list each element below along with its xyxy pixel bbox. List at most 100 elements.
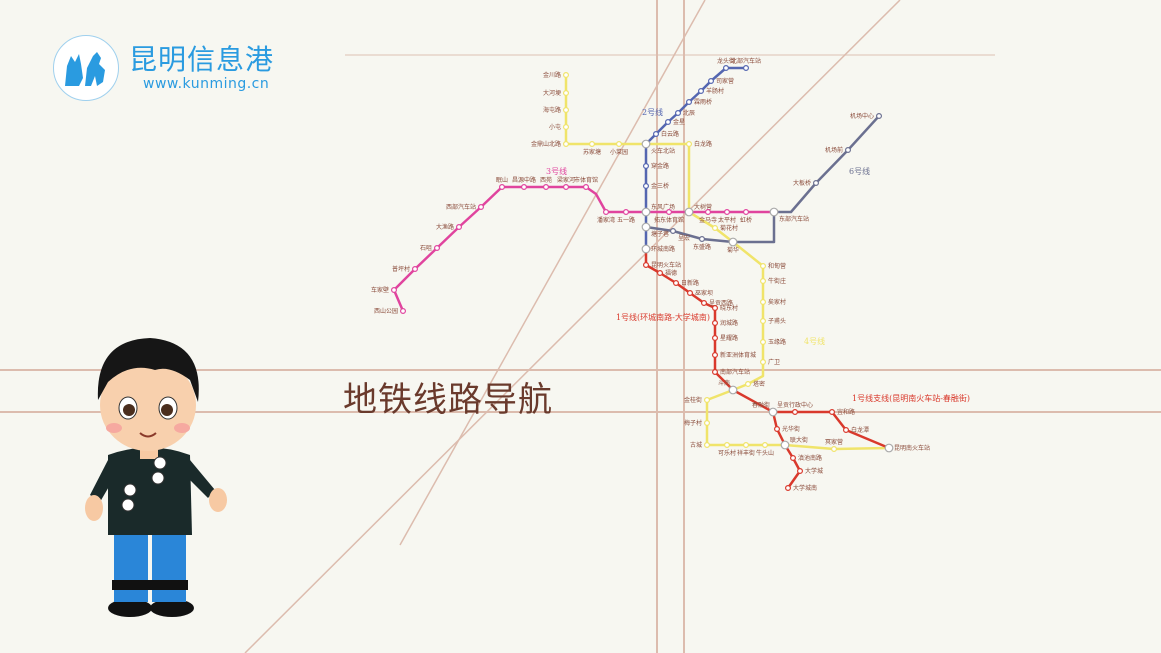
- station-marker[interactable]: [684, 207, 694, 217]
- station-label[interactable]: 牛街庄: [768, 277, 786, 285]
- station-label[interactable]: 矣家村: [768, 298, 786, 306]
- station-marker[interactable]: [641, 207, 651, 217]
- logo-url[interactable]: www.kunming.cn: [143, 76, 270, 92]
- station-marker[interactable]: [520, 184, 527, 191]
- station-marker[interactable]: [562, 123, 569, 130]
- station-label[interactable]: 菊花村: [720, 224, 738, 232]
- station-label[interactable]: 苏家塘: [583, 148, 601, 156]
- station-label[interactable]: 巫家坝: [695, 289, 713, 297]
- station-marker[interactable]: [400, 308, 407, 315]
- station-label[interactable]: 西部汽车站: [446, 203, 476, 211]
- station-label[interactable]: 新亚洲体育城: [720, 351, 756, 359]
- station-marker[interactable]: [711, 320, 718, 327]
- station-marker[interactable]: [742, 209, 749, 216]
- station-label[interactable]: 呈宏: [678, 234, 690, 242]
- station-marker[interactable]: [562, 89, 569, 96]
- station-marker[interactable]: [562, 141, 569, 148]
- station-label[interactable]: 穿金路: [651, 162, 669, 170]
- station-marker[interactable]: [769, 207, 779, 217]
- station-label[interactable]: 大学城: [805, 467, 823, 475]
- station-label[interactable]: 古城: [690, 441, 702, 449]
- station-marker[interactable]: [703, 397, 710, 404]
- station-label[interactable]: 昌源中路: [512, 176, 536, 184]
- station-marker[interactable]: [844, 147, 851, 154]
- station-label[interactable]: 司家营: [716, 77, 734, 85]
- station-marker[interactable]: [728, 237, 738, 247]
- station-label[interactable]: 眠山: [496, 176, 508, 184]
- station-label[interactable]: 机场中心: [850, 112, 874, 120]
- station-marker[interactable]: [602, 209, 609, 216]
- station-label[interactable]: 东部汽车站: [779, 215, 809, 223]
- station-label[interactable]: 金马寺: [699, 216, 717, 224]
- station-label[interactable]: 可乐村: [718, 449, 736, 457]
- station-marker[interactable]: [686, 290, 693, 297]
- station-marker[interactable]: [478, 204, 485, 211]
- station-marker[interactable]: [542, 184, 549, 191]
- station-marker[interactable]: [812, 180, 819, 187]
- station-marker[interactable]: [685, 141, 692, 148]
- station-marker[interactable]: [562, 184, 569, 191]
- station-marker[interactable]: [685, 98, 692, 105]
- station-marker[interactable]: [744, 381, 751, 388]
- station-marker[interactable]: [768, 407, 778, 417]
- station-marker[interactable]: [759, 263, 766, 270]
- station-marker[interactable]: [642, 163, 649, 170]
- station-label[interactable]: 小菜园: [610, 148, 628, 156]
- station-label[interactable]: 梁家河: [557, 176, 575, 184]
- station-label[interactable]: 大渔路: [436, 223, 454, 231]
- station-marker[interactable]: [499, 184, 506, 191]
- station-marker[interactable]: [562, 71, 569, 78]
- station-marker[interactable]: [582, 184, 589, 191]
- station-label[interactable]: 广卫: [768, 358, 780, 366]
- station-label[interactable]: 大河埂: [543, 89, 561, 97]
- station-marker[interactable]: [669, 228, 676, 235]
- station-label[interactable]: 市体育馆: [574, 176, 598, 184]
- station-marker[interactable]: [723, 209, 730, 216]
- station-label[interactable]: 冥家营: [825, 438, 843, 446]
- station-label[interactable]: 石咀: [420, 245, 432, 252]
- station-label[interactable]: 环城南路: [651, 245, 675, 253]
- station-label[interactable]: 太平村: [718, 216, 736, 224]
- station-marker[interactable]: [588, 141, 595, 148]
- station-marker[interactable]: [641, 244, 651, 254]
- station-marker[interactable]: [842, 427, 849, 434]
- station-label[interactable]: 车家壁: [371, 286, 389, 294]
- station-label[interactable]: 和甸营: [768, 262, 786, 270]
- station-label[interactable]: 星耀路: [720, 334, 738, 342]
- station-marker[interactable]: [562, 106, 569, 113]
- station-label[interactable]: 昆明南火车站: [894, 444, 930, 452]
- station-marker[interactable]: [704, 209, 711, 216]
- station-label[interactable]: 春融街: [752, 401, 770, 409]
- station-marker[interactable]: [672, 280, 679, 287]
- station-marker[interactable]: [875, 112, 882, 119]
- station-label[interactable]: 白龙路: [694, 140, 712, 148]
- station-marker[interactable]: [641, 139, 651, 149]
- station-label[interactable]: 福德: [665, 269, 677, 277]
- station-label[interactable]: 北部汽车站: [731, 57, 761, 65]
- station-label[interactable]: 日新路: [681, 279, 699, 287]
- station-label[interactable]: 呈贡西路: [709, 299, 733, 307]
- station-marker[interactable]: [434, 245, 441, 252]
- station-label[interactable]: 滇池南路: [798, 454, 822, 462]
- station-label[interactable]: 拓东体育馆: [654, 216, 684, 224]
- station-label[interactable]: 潘家湾: [597, 216, 615, 224]
- station-label[interactable]: 润城路: [720, 319, 738, 327]
- station-label[interactable]: 白龙潭: [851, 426, 869, 434]
- station-marker[interactable]: [759, 299, 766, 306]
- station-marker[interactable]: [742, 442, 749, 449]
- station-marker[interactable]: [703, 420, 710, 427]
- station-marker[interactable]: [656, 270, 663, 277]
- station-marker[interactable]: [742, 64, 749, 71]
- station-marker[interactable]: [641, 222, 651, 232]
- station-marker[interactable]: [780, 440, 790, 450]
- station-marker[interactable]: [665, 209, 672, 216]
- station-marker[interactable]: [773, 426, 780, 433]
- station-marker[interactable]: [759, 278, 766, 285]
- station-marker[interactable]: [664, 118, 671, 125]
- station-label[interactable]: 宜和路: [837, 408, 855, 416]
- station-marker[interactable]: [697, 87, 704, 94]
- station-label[interactable]: 塘子巷: [651, 230, 669, 238]
- station-marker[interactable]: [761, 442, 768, 449]
- station-marker[interactable]: [412, 266, 419, 273]
- station-label[interactable]: 子甫头: [768, 317, 786, 325]
